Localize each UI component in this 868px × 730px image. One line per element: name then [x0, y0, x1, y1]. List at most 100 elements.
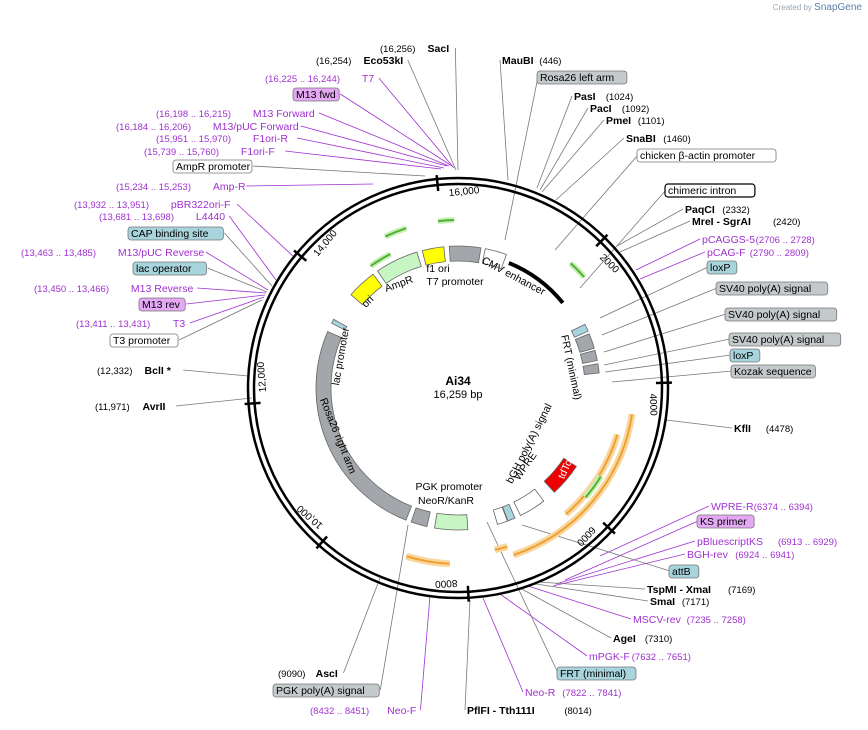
map-label[interactable]: (8432 .. 8451)Neo-F	[310, 705, 416, 717]
map-label[interactable]: PmeI(1101)	[606, 115, 665, 127]
map-label[interactable]: (16,225 .. 16,244)T7	[265, 73, 374, 85]
leader-line	[611, 370, 733, 383]
label-position: (15,951 .. 15,970)	[156, 134, 231, 145]
map-label[interactable]: M13 fwd	[292, 87, 340, 102]
map-label[interactable]: Kozak sequence	[730, 364, 816, 379]
label-box	[664, 183, 756, 198]
label-suffix: (7235 .. 7258)	[687, 615, 746, 626]
map-label[interactable]: AgeI(7310)	[613, 633, 672, 645]
map-label[interactable]: SmaI(7171)	[650, 596, 709, 608]
leader-line	[340, 93, 453, 167]
map-label[interactable]: SV40 poly(A) signal	[724, 307, 838, 322]
label-name: MauBI	[502, 55, 534, 67]
map-label[interactable]: CAP binding site	[127, 226, 224, 241]
map-label[interactable]: lac operator	[132, 261, 207, 276]
leader-line	[554, 154, 639, 251]
leader-line	[665, 419, 733, 429]
leader-line	[318, 112, 450, 167]
leader-line	[555, 540, 696, 585]
map-label[interactable]: (13,450 .. 13,466)M13 Reverse	[34, 283, 194, 295]
map-label[interactable]: attB	[668, 564, 700, 579]
map-label[interactable]: (16,184 .. 16,206)M13/pUC Forward	[116, 121, 299, 133]
label-position: (16,254)	[316, 56, 351, 67]
map-label[interactable]: PGK poly(A) signal	[272, 683, 380, 698]
label-position: (15,234 .. 15,253)	[116, 182, 191, 193]
label-name: PmeI	[606, 115, 631, 127]
map-label[interactable]: (16,254) Eco53kI	[316, 55, 403, 67]
map-label[interactable]: (15,951 .. 15,970)F1ori-R	[156, 133, 288, 145]
label-box	[272, 683, 380, 698]
map-label[interactable]: SV40 poly(A) signal	[715, 281, 829, 296]
map-label[interactable]: PaqCI(2332)	[685, 204, 750, 216]
map-label[interactable]: TspMI - XmaI(7169)	[647, 584, 755, 596]
map-label[interactable]: (12,332)BclI *	[97, 365, 172, 377]
map-label[interactable]: (16,198 .. 16,215) M13 Forward	[156, 108, 315, 120]
map-label[interactable]: Rosa26 left arm	[536, 70, 628, 85]
label-suffix: (7822 .. 7841)	[562, 688, 621, 699]
map-label[interactable]: (15,739 .. 15,760)F1ori-F	[144, 146, 275, 158]
map-label[interactable]: MauBI (446)	[502, 55, 561, 67]
map-label[interactable]: MSCV-rev (7235 .. 7258)	[633, 614, 746, 626]
map-label[interactable]: (15,234 .. 15,253)Amp-R	[116, 181, 246, 193]
map-label[interactable]: (11,971)AvrII	[95, 401, 166, 413]
leader-line	[196, 287, 267, 294]
leader-line	[603, 313, 727, 353]
label-name: Eco53kI	[364, 55, 404, 67]
leader-line	[343, 577, 381, 674]
map-label[interactable]: loxP	[706, 260, 738, 275]
map-label[interactable]: FRT (minimal)	[556, 666, 637, 681]
green-primer-arc	[384, 227, 407, 238]
frt-feature	[502, 503, 516, 522]
label-suffix: (7171)	[682, 597, 709, 608]
tick-label: 6000	[574, 524, 597, 548]
map-label[interactable]: MreI - SgrAI(2420)	[692, 216, 800, 228]
map-label[interactable]: (13,932 .. 13,951)pBR322ori-F	[74, 199, 230, 211]
label-name: M13 Forward	[253, 108, 315, 120]
map-label[interactable]: SV40 poly(A) signal	[728, 332, 842, 347]
map-label[interactable]: chicken β-actin promoter	[636, 148, 777, 163]
map-label[interactable]: (9090)AscI	[278, 668, 338, 680]
map-label[interactable]: BGH-rev(6924 .. 6941)	[687, 549, 794, 561]
leader-line	[521, 524, 671, 572]
label-box	[668, 564, 700, 579]
map-label[interactable]: AmpR promoter	[172, 159, 253, 174]
outer-ring-inner	[252, 182, 664, 594]
map-label[interactable]: T3 promoter	[109, 333, 179, 348]
map-label[interactable]: pBluescriptKS(6913 .. 6929)	[697, 536, 837, 548]
label-position: (16,198 .. 16,215)	[156, 109, 231, 120]
map-label[interactable]: chimeric intron	[664, 183, 756, 198]
map-label[interactable]: KS primer	[696, 514, 755, 529]
inner-label: f1 ori	[426, 263, 449, 275]
map-label[interactable]: (13,681 .. 13,698)L4440	[99, 211, 225, 223]
map-label[interactable]: SnaBI(1460)	[626, 133, 691, 145]
map-label[interactable]: loxP	[729, 348, 761, 363]
tick-mark	[435, 174, 440, 192]
map-label[interactable]: (13,411 .. 13,431)T3	[76, 318, 185, 330]
map-label[interactable]: KflI(4478)	[734, 423, 793, 435]
map-label[interactable]: (13,463 .. 13,485)M13/pUC Reverse	[21, 247, 204, 259]
map-label[interactable]: PacI(1092)	[590, 103, 649, 115]
map-label[interactable]: WPRE-R(6374 .. 6394)	[711, 501, 813, 513]
leader-line	[616, 208, 684, 247]
map-label[interactable]: M13 rev	[138, 297, 186, 312]
label-suffix: (6913 .. 6929)	[778, 537, 837, 548]
label-name: T3	[173, 318, 185, 330]
map-label[interactable]: pCAGGS-5(2706 .. 2728)	[702, 234, 815, 246]
leader-line	[189, 296, 265, 324]
orange-primer-arc	[494, 545, 508, 551]
map-label[interactable]: pCAG-F(2790 .. 2809)	[707, 247, 809, 259]
map-label[interactable]: mPGK-F(7632 .. 7651)	[589, 651, 691, 663]
map-label[interactable]: (16,256)SacI	[380, 43, 449, 55]
map-label[interactable]: Neo-R(7822 .. 7841)	[525, 687, 621, 699]
label-name: pBR322ori-F	[171, 199, 231, 211]
map-label[interactable]: PasI(1024)	[574, 91, 633, 103]
leader-line	[499, 59, 509, 181]
leader-line	[599, 266, 709, 319]
label-name: MSCV-rev	[633, 614, 682, 626]
map-label[interactable]: PflFI - Tth111I(8014)	[467, 705, 592, 717]
tick-label: 4000	[647, 393, 659, 416]
label-suffix: (1460)	[663, 134, 690, 145]
leader-line	[252, 165, 426, 177]
leader-line	[499, 593, 588, 657]
label-suffix: (446)	[539, 56, 561, 67]
